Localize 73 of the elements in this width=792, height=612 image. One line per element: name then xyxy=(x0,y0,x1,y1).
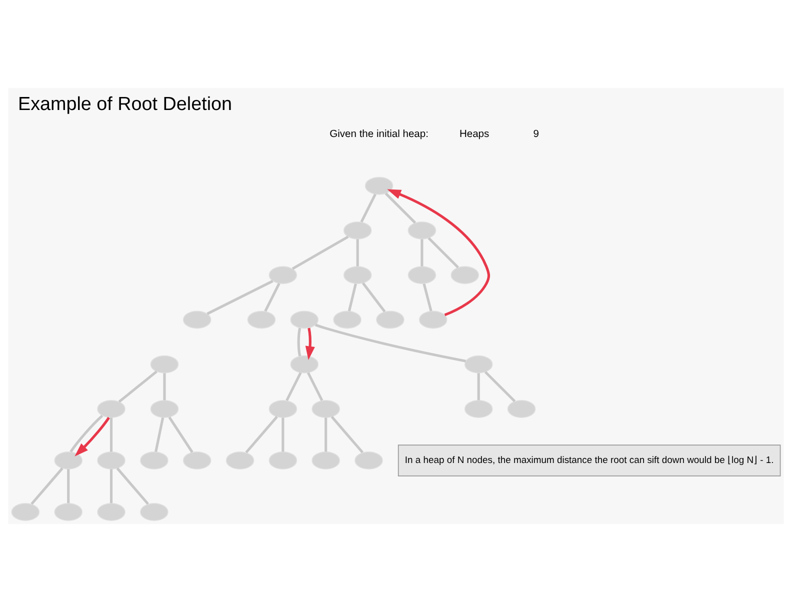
node-ellipse xyxy=(54,451,83,470)
node-ellipse xyxy=(150,400,179,418)
connector xyxy=(297,328,302,356)
label: Given the initial heap: xyxy=(330,129,428,140)
node-box: In a heap of N nodes, the maximum distance the root can sift down would be ⌊log N⌋ - 1. xyxy=(398,444,781,476)
connector xyxy=(422,284,432,312)
label: Heaps xyxy=(459,129,490,140)
node-ellipse xyxy=(268,451,298,470)
connector xyxy=(306,372,324,402)
node-ellipse xyxy=(408,266,436,284)
node-ellipse xyxy=(268,266,298,284)
node-ellipse xyxy=(150,355,179,374)
node-ellipse xyxy=(464,355,493,374)
connector xyxy=(360,194,376,222)
node-ellipse xyxy=(182,310,212,329)
connector xyxy=(67,469,70,504)
connector xyxy=(330,416,364,454)
node-ellipse xyxy=(54,502,83,521)
node-ellipse xyxy=(97,400,126,418)
node-ellipse xyxy=(333,310,362,329)
connector xyxy=(70,414,104,452)
node-ellipse xyxy=(140,502,168,521)
node-ellipse xyxy=(97,451,126,470)
node-ellipse xyxy=(408,221,436,240)
node-ellipse xyxy=(290,310,319,329)
connector xyxy=(282,418,284,452)
node-ellipse xyxy=(290,355,319,374)
connector xyxy=(362,282,386,312)
connector xyxy=(118,370,158,403)
diagram-title: Example of Root Deletion xyxy=(18,94,232,115)
connector xyxy=(245,416,278,454)
connector xyxy=(315,324,466,362)
node-ellipse xyxy=(343,221,372,240)
connector xyxy=(154,417,164,452)
node-ellipse xyxy=(418,310,448,329)
connector xyxy=(110,418,113,452)
label: 9 xyxy=(533,129,539,140)
node-ellipse xyxy=(376,310,404,329)
node-ellipse xyxy=(450,266,480,284)
connector xyxy=(110,469,113,504)
connector xyxy=(292,236,349,270)
node-ellipse xyxy=(507,400,536,418)
arrow xyxy=(74,416,110,456)
node-ellipse xyxy=(268,400,298,418)
arrow xyxy=(305,328,315,360)
connector xyxy=(264,282,280,312)
connector xyxy=(206,280,274,315)
node-ellipse xyxy=(464,400,493,418)
node-ellipse xyxy=(343,266,372,284)
connector xyxy=(428,237,459,268)
connector xyxy=(477,373,480,400)
arrow xyxy=(387,189,490,316)
connector xyxy=(420,239,424,266)
connector xyxy=(30,467,64,505)
node-ellipse xyxy=(364,176,394,195)
node-ellipse xyxy=(354,451,383,470)
connector xyxy=(116,467,149,505)
connector xyxy=(324,418,328,452)
node-ellipse xyxy=(140,451,168,470)
connector xyxy=(286,372,302,402)
node-ellipse xyxy=(247,310,276,329)
connector xyxy=(348,284,357,312)
connector xyxy=(356,239,359,266)
node-ellipse xyxy=(312,451,340,470)
node-ellipse xyxy=(97,502,126,521)
connector xyxy=(484,371,516,402)
node-ellipse xyxy=(312,400,340,418)
connector xyxy=(163,373,166,400)
connector xyxy=(168,416,194,453)
node-ellipse xyxy=(182,451,212,470)
connector xyxy=(384,192,416,224)
node-ellipse xyxy=(226,451,254,470)
node-ellipse xyxy=(11,502,40,521)
